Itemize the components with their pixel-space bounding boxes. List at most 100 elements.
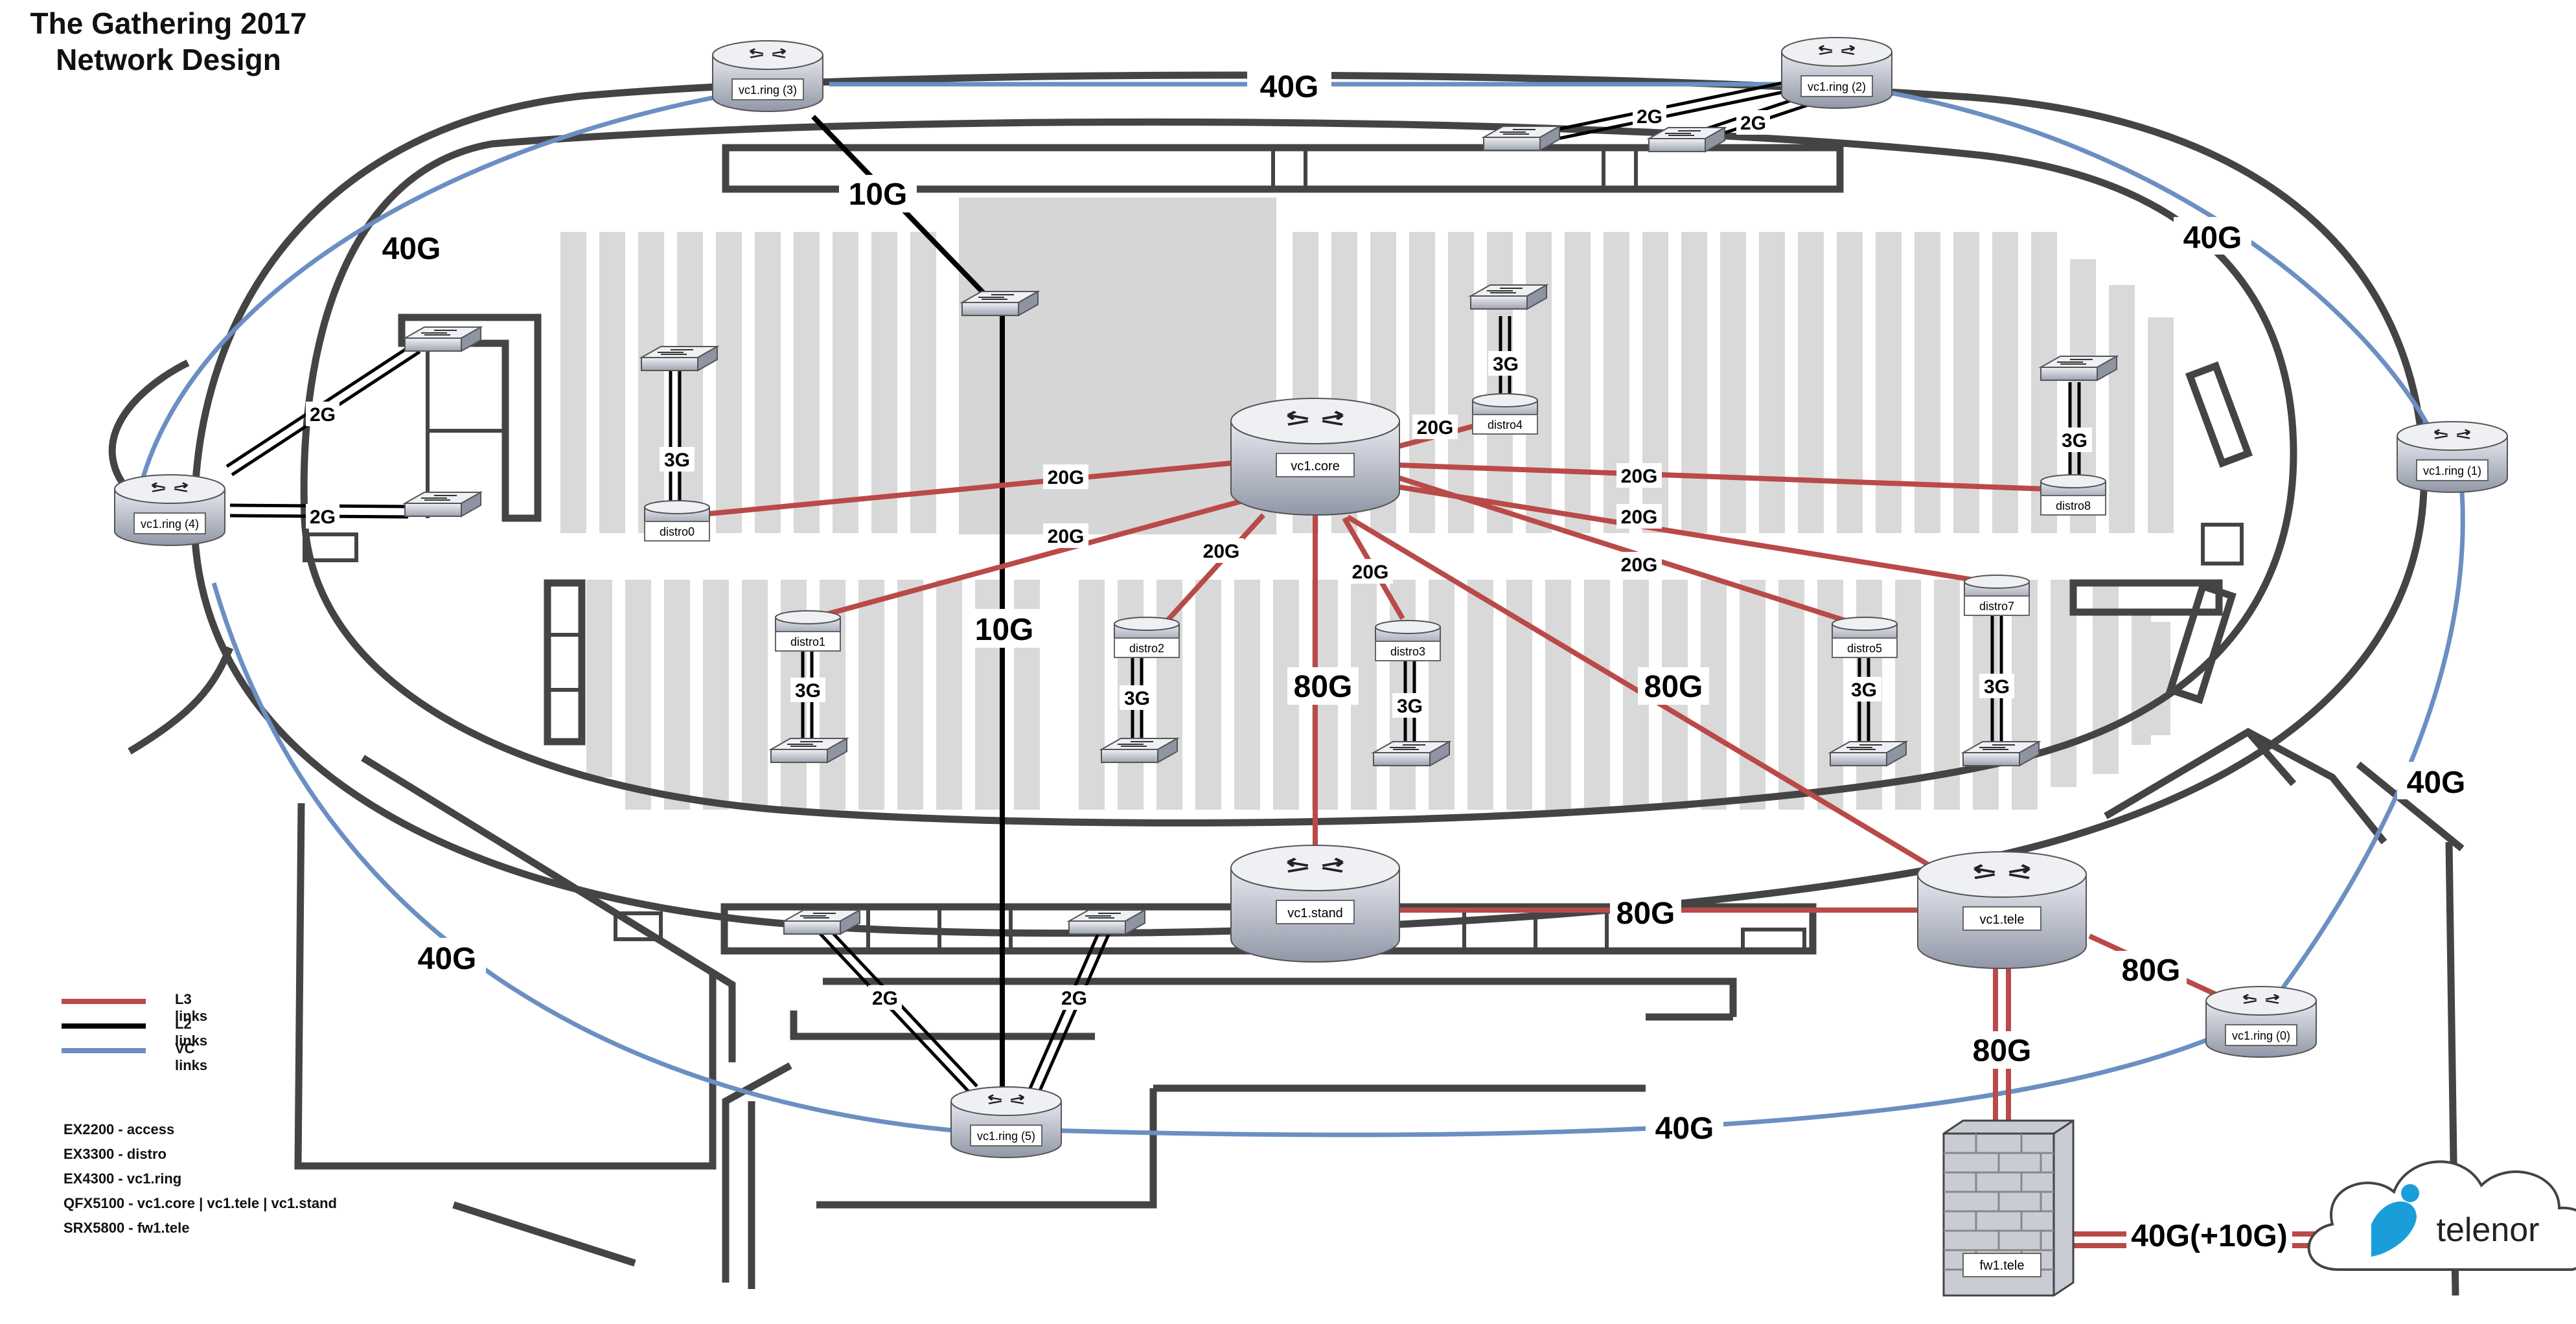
model-item: EX4300 - vc1.ring (63, 1170, 182, 1187)
access-switch[interactable] (1646, 126, 1727, 153)
model-item: SRX5800 - fw1.tele (63, 1220, 190, 1236)
label-ring5: vc1.ring (5) (977, 1130, 1035, 1143)
model-item: EX2200 - access (63, 1121, 175, 1137)
seating-area (560, 198, 2174, 810)
access-switch[interactable] (768, 737, 849, 764)
node-distro2[interactable]: distro2 (1114, 617, 1180, 658)
access-switch[interactable] (2038, 355, 2119, 382)
arena-details (303, 146, 2244, 954)
node-vc1-tele[interactable]: vc1.tele (1917, 851, 2087, 969)
label-vc-bottom: 40G (1655, 1112, 1714, 1146)
label-fw: fw1.tele (1980, 1259, 2025, 1273)
node-fw1-tele[interactable]: fw1.tele (1942, 1119, 2075, 1297)
node-vc1-ring-3[interactable]: vc1.ring (3) (712, 40, 823, 112)
label-ring4-access-a: 2G (310, 404, 336, 426)
label-distro7-access: 3G (1984, 676, 2010, 698)
node-vc1-core[interactable]: vc1.core (1230, 398, 1400, 516)
legend-label-vc: VC links (175, 1040, 208, 1073)
node-vc1-ring-4[interactable]: vc1.ring (4) (114, 474, 225, 546)
access-switch[interactable] (402, 326, 483, 352)
title-line1: The Gathering 2017 (30, 6, 307, 40)
label-tele: vc1.tele (1980, 913, 2025, 927)
access-switch[interactable] (1828, 740, 1909, 767)
label-distro2: distro2 (1129, 642, 1164, 655)
telenor-logo-icon (2371, 1184, 2419, 1257)
label-distro3-access: 3G (1397, 696, 1423, 717)
model-item: QFX5100 - vc1.core | vc1.tele | vc1.stan… (63, 1195, 337, 1211)
label-stand: vc1.stand (1287, 906, 1343, 920)
label-ring3: vc1.ring (3) (739, 84, 797, 97)
label-isp: telenor (2437, 1211, 2540, 1249)
access-switch[interactable] (1066, 909, 1147, 935)
label-ring5-access-b: 2G (1061, 988, 1087, 1009)
label-ring5-access-a: 2G (872, 988, 898, 1009)
node-vc1-ring-2[interactable]: vc1.ring (2) (1781, 37, 1892, 109)
label-vc-right: 40G (2407, 766, 2466, 800)
label-distro8: distro8 (2056, 499, 2091, 512)
label-ring0: vc1.ring (0) (2232, 1029, 2290, 1042)
page-title: The Gathering 2017 Network Design (6, 5, 330, 78)
label-core-distro5: 20G (1621, 507, 1658, 528)
node-distro3[interactable]: distro3 (1375, 620, 1441, 661)
label-core-distro7: 20G (1621, 554, 1658, 576)
label-distro1: distro1 (790, 635, 825, 648)
access-switch[interactable] (960, 290, 1041, 317)
access-switch[interactable] (1371, 740, 1452, 767)
label-core-tele: 80G (1644, 670, 1703, 704)
title-line2: Network Design (56, 43, 281, 76)
label-distro1-access: 3G (795, 680, 821, 702)
node-distro5[interactable]: distro5 (1832, 617, 1898, 658)
label-distro4-access: 3G (1493, 354, 1519, 375)
node-distro8[interactable]: distro8 (2040, 474, 2106, 516)
label-ring4-access-b: 2G (310, 507, 336, 528)
node-telenor-cloud[interactable]: telenor (2307, 1160, 2576, 1271)
access-switch[interactable] (1468, 284, 1549, 310)
arena-floorplan (108, 71, 2465, 1296)
label-distro5-access: 3G (1851, 679, 1877, 701)
node-distro1[interactable]: distro1 (775, 610, 841, 652)
model-item: EX3300 - distro (63, 1146, 167, 1162)
node-vc1-ring-1[interactable]: vc1.ring (1) (2397, 421, 2508, 493)
label-fw-isp: 40G(+10G) (2131, 1219, 2287, 1253)
label-tele-fw: 80G (1973, 1034, 2032, 1068)
label-distro0: distro0 (660, 525, 695, 538)
label-ring2-access-b: 2G (1740, 113, 1766, 134)
access-switch[interactable] (639, 345, 720, 372)
label-core-stand: 80G (1294, 670, 1353, 704)
label-core-distro3: 20G (1352, 562, 1389, 583)
label-distro7: distro7 (1979, 600, 2014, 613)
label-vc-upper-right: 40G (2183, 221, 2242, 255)
label-core-distro8: 20G (1621, 466, 1658, 487)
node-distro7[interactable]: distro7 (1964, 575, 2030, 616)
label-vc-lower-left: 40G (418, 942, 477, 976)
label-distro3: distro3 (1390, 645, 1425, 658)
label-core-distro4: 20G (1417, 417, 1454, 439)
access-switch[interactable] (1961, 740, 2041, 767)
node-vc1-stand[interactable]: vc1.stand (1230, 845, 1400, 963)
access-switch[interactable] (781, 909, 862, 935)
node-distro4[interactable]: distro4 (1472, 393, 1538, 435)
label-distro5: distro5 (1847, 642, 1882, 655)
node-distro0[interactable]: distro0 (644, 500, 710, 542)
legend-swatch-l2 (62, 1023, 146, 1029)
access-switch[interactable] (1099, 737, 1180, 764)
label-ring4: vc1.ring (4) (141, 518, 199, 531)
access-switch[interactable] (402, 491, 483, 518)
access-switches (402, 125, 2119, 935)
legend-label-l2: L2 links (175, 1016, 208, 1049)
access-switch[interactable] (1481, 125, 1562, 152)
link-labels: 40G 40G 40G 40G 40G 40G 10G 10G 80G 80G … (306, 66, 2475, 1257)
node-vc1-ring-5[interactable]: vc1.ring (5) (950, 1086, 1062, 1158)
node-vc1-ring-0[interactable]: vc1.ring (0) (2205, 986, 2317, 1058)
model-list: EX2200 - access EX3300 - distro EX4300 -… (63, 1117, 337, 1240)
label-vc-upper-left: 40G (382, 232, 441, 266)
label-core-distro0: 20G (1048, 467, 1085, 488)
label-ring1: vc1.ring (1) (2423, 464, 2481, 477)
legend-label-l3: L3 links (175, 991, 208, 1024)
label-core-distro2: 20G (1203, 541, 1240, 562)
label-ring2-access-a: 2G (1637, 106, 1662, 128)
label-distro4: distro4 (1488, 418, 1523, 431)
label-tele-ring0: 80G (2122, 953, 2181, 988)
label-vc-top: 40G (1260, 70, 1319, 104)
